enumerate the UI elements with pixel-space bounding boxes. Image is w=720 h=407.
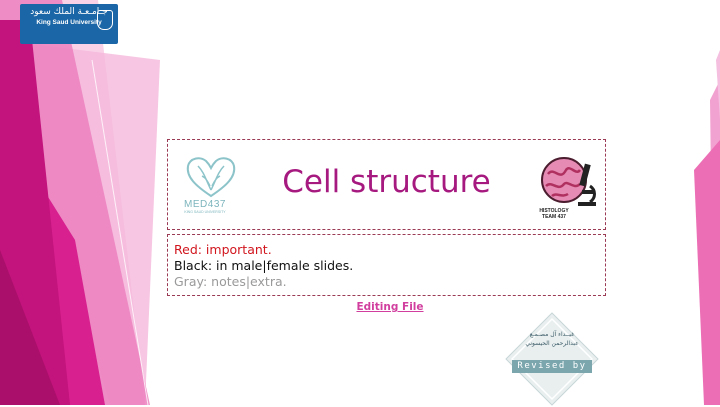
university-logo: جـامـعـة الملك سعود King Saud University bbox=[20, 4, 118, 44]
legend-frame bbox=[167, 234, 606, 296]
reviser-name-2: عبدالرحمن الحيسوني bbox=[525, 340, 579, 347]
editing-file-link[interactable]: Editing File bbox=[356, 301, 424, 313]
legend-important-red: Red: important. bbox=[174, 242, 272, 257]
title-frame bbox=[167, 139, 606, 230]
histology-team-line2: TEAM 437 bbox=[542, 214, 566, 220]
reviser-name-1: غيــداء آل مصـمـع bbox=[529, 331, 575, 338]
histology-team-microscope-logo-icon bbox=[541, 157, 596, 206]
revised-by-label: Revised by bbox=[512, 360, 592, 373]
reviser-names: غيــداء آل مصـمـع عبدالرحمن الحيسوني bbox=[500, 330, 604, 348]
legend-notes-gray: Gray: notes|extra. bbox=[174, 274, 287, 289]
histology-team-line1: HISTOLOGY bbox=[539, 208, 569, 214]
med437-heart-logo-icon bbox=[186, 157, 236, 198]
histology-team-text: HISTOLOGY TEAM 437 bbox=[524, 208, 584, 220]
med437-logo-text: MED437 bbox=[184, 199, 226, 210]
university-name-english: King Saud University bbox=[36, 19, 102, 26]
page-title: Cell structure bbox=[282, 164, 491, 200]
revised-by-badge-icon bbox=[505, 312, 599, 406]
university-name-arabic: جـامـعـة الملك سعود bbox=[30, 7, 108, 17]
legend-slides-black: Black: in male|female slides. bbox=[174, 258, 354, 273]
med437-logo-subtitle: KING SAUD UNIVERSITY bbox=[184, 210, 226, 214]
decorative-band-right bbox=[694, 50, 720, 405]
university-emblem-icon bbox=[97, 10, 113, 30]
